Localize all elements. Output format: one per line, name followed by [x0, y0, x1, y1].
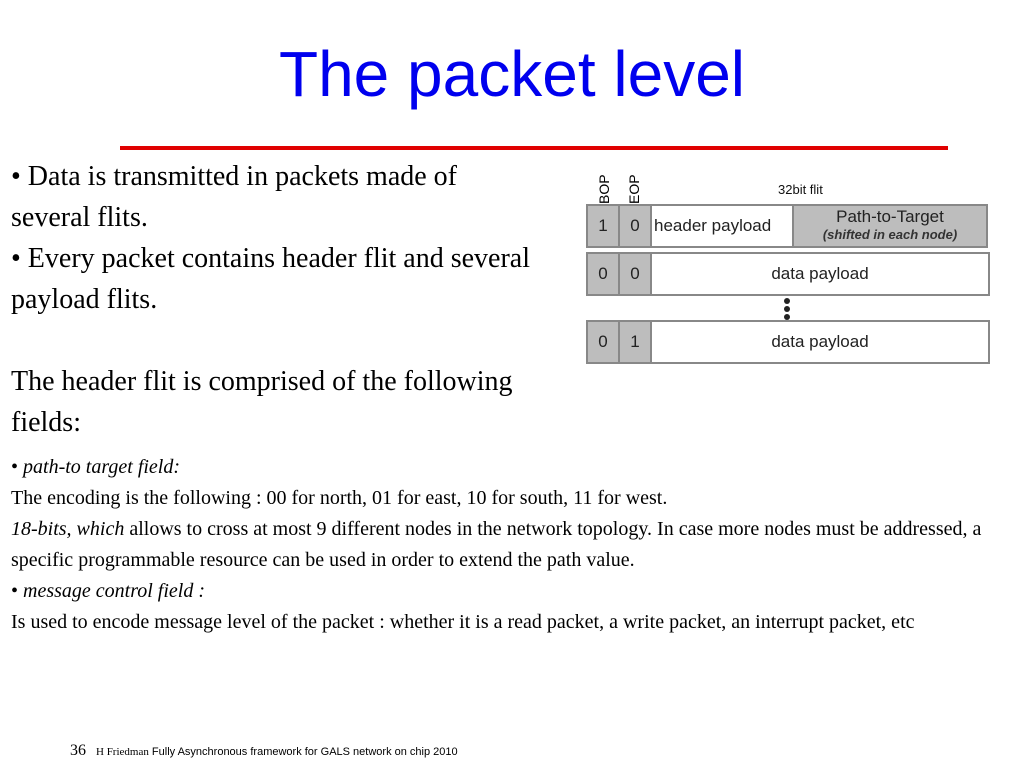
ellipsis-dots — [784, 298, 792, 322]
header-fields-intro: The header flit is comprised of the foll… — [11, 366, 513, 438]
bop-bit: 0 — [588, 254, 620, 294]
bop-label: BOP — [596, 174, 612, 204]
eop-bit: 0 — [620, 206, 652, 246]
path-to-target-cell: Path-to-Target (shifted in each node) — [794, 206, 986, 246]
eop-label: EOP — [626, 174, 642, 204]
bits-text: allows to cross at most 9 different node… — [11, 518, 982, 571]
eop-bit: 1 — [620, 322, 652, 362]
flit-width-label: 32bit flit — [778, 182, 823, 197]
spacer — [11, 320, 541, 361]
title-underline — [120, 146, 948, 150]
bop-bit: 1 — [588, 206, 620, 246]
control-field-heading: • message control field : — [11, 576, 1011, 607]
data-payload-cell: data payload — [652, 322, 988, 362]
path-to-target-note: (shifted in each node) — [822, 227, 958, 242]
path-field-heading: • path-to target field: — [11, 452, 1011, 483]
slide-footer: 36 H Friedman Fully Asynchronous framewor… — [70, 742, 458, 760]
path-field-description: 18-bits, which allows to cross at most 9… — [11, 514, 1011, 576]
dot — [784, 298, 790, 304]
data-flit-row: 0 0 data payload — [586, 252, 990, 296]
data-payload-cell: data payload — [652, 254, 988, 294]
footer-author: H Friedman — [96, 746, 149, 758]
field-descriptions: • path-to target field: The encoding is … — [11, 452, 1011, 638]
intro-text: • Data is transmitted in packets made of… — [11, 156, 541, 443]
flit-diagram: BOP EOP 32bit flit 1 0 header payload Pa… — [584, 160, 990, 370]
footer-title: Fully Asynchronous framework for GALS ne… — [148, 746, 458, 758]
page-number: 36 — [70, 742, 86, 759]
header-flit-row: 1 0 header payload Path-to-Target (shift… — [586, 204, 988, 248]
dot — [784, 314, 790, 320]
path-field-label: path-to target field: — [23, 456, 181, 478]
bullet: • — [11, 580, 24, 602]
bop-bit: 0 — [588, 322, 620, 362]
bullet: • — [11, 456, 24, 478]
bullet-header-flit: • Every packet contains header flit and … — [11, 243, 531, 315]
bullet-packets: • Data is transmitted in packets made of… — [11, 161, 458, 233]
control-field-description: Is used to encode message level of the p… — [11, 611, 915, 633]
control-field-label: message control field : — [23, 580, 206, 602]
eop-bit: 0 — [620, 254, 652, 294]
slide-title: The packet level — [278, 38, 746, 110]
bits-emphasis: 18-bits, which — [11, 518, 125, 540]
last-flit-row: 0 1 data payload — [586, 320, 990, 364]
dot — [784, 306, 790, 312]
path-to-target-label: Path-to-Target — [836, 207, 944, 226]
header-payload-cell: header payload — [652, 206, 794, 246]
path-field-encoding: The encoding is the following : 00 for n… — [11, 487, 668, 509]
